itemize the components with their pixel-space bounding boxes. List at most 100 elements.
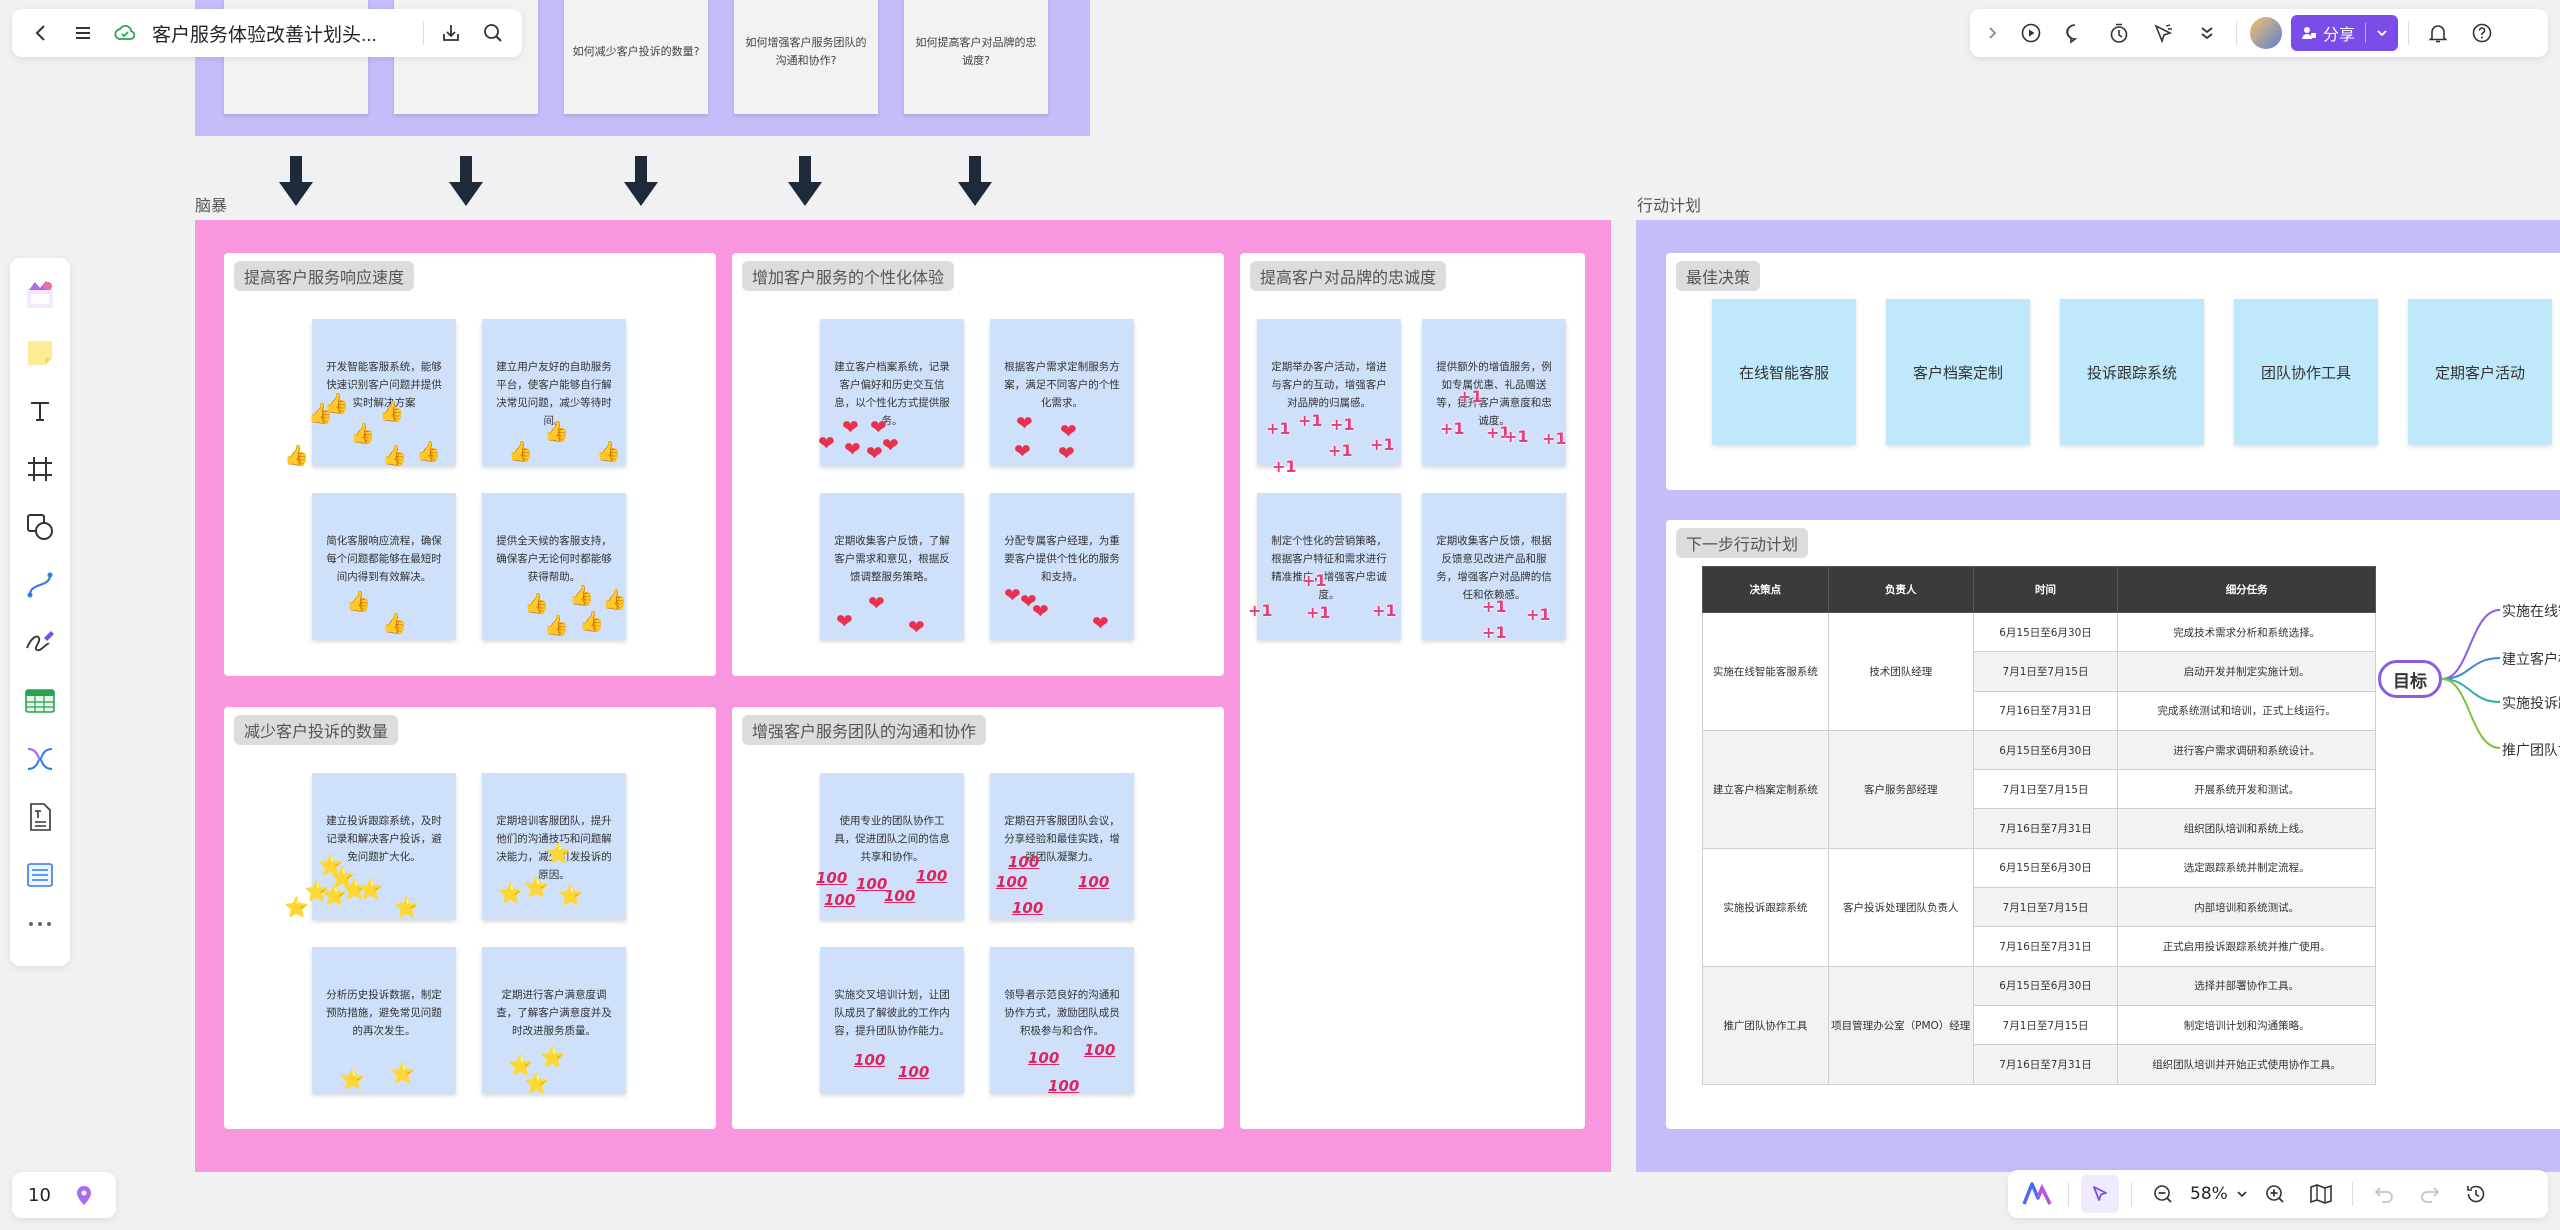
sticky-note[interactable]: 开发智能客服系统，能够快速识别客户问题并提供实时解决方案 [312, 319, 456, 465]
owner-cell[interactable]: 技术团队经理 [1827, 612, 1974, 731]
table-row[interactable]: 7月1日至7月15日 启动开发并制定实施计划。 [1703, 651, 2376, 692]
task-cell[interactable]: 内部培训和系统测试。 [2117, 887, 2376, 928]
sticky-note[interactable]: 定期收集客户反馈，了解客户需求和意见，根据反馈调整服务策略。 [820, 493, 964, 639]
more-tools-button[interactable] [17, 904, 63, 944]
undo-button[interactable] [2365, 1175, 2403, 1213]
more-collapse-button[interactable] [2188, 14, 2226, 52]
mindmap-root[interactable]: 目标 [2378, 660, 2442, 698]
mindmap-node[interactable]: 建立客户档 [2502, 652, 2560, 668]
list-tool[interactable] [17, 846, 63, 904]
time-cell[interactable]: 7月1日至7月15日 [1972, 651, 2119, 692]
pen-tool[interactable] [17, 614, 63, 672]
decision-card[interactable]: 投诉跟踪系统 [2060, 299, 2204, 445]
sticky-note[interactable]: 简化客服响应流程，确保每个问题都能够在最短时间内得到有效解决。 [312, 493, 456, 639]
decision-cell[interactable]: 实施投诉跟踪系统 [1702, 847, 1829, 967]
table-row[interactable]: 实施投诉跟踪系统 客户投诉处理团队负责人 6月15日至6月30日 选定跟踪系统并… [1702, 847, 2376, 967]
time-cell[interactable]: 7月16日至7月31日 [1972, 690, 2119, 731]
time-cell[interactable]: 7月1日至7月15日 [1972, 887, 2119, 928]
decision-card[interactable]: 团队协作工具 [2234, 299, 2378, 445]
table-row[interactable]: 7月16日至7月31日 组织团队培训并开始正式使用协作工具。 [1703, 1044, 2376, 1085]
question-card[interactable]: 如何提高客户对品牌的忠诚度? [904, 0, 1048, 114]
table-row[interactable]: 7月16日至7月31日 完成系统测试和培训，正式上线运行。 [1703, 690, 2376, 731]
sticky-note[interactable]: 实施交叉培训计划，让团队成员了解彼此的工作内容，提升团队协作能力。 [820, 947, 964, 1093]
mindmap-node[interactable]: 实施投诉跟 [2502, 696, 2560, 712]
decision-cell[interactable]: 推广团队协作工具 [1702, 965, 1829, 1085]
connector-tool[interactable] [17, 556, 63, 614]
time-cell[interactable]: 7月16日至7月31日 [1972, 1044, 2119, 1085]
decision-cell[interactable]: 建立客户档案定制系统 [1702, 729, 1829, 849]
presentation-button[interactable] [2012, 14, 2050, 52]
task-cell[interactable]: 选定跟踪系统并制定流程。 [2117, 847, 2376, 889]
sticky-note[interactable]: 建立用户友好的自助服务平台，使客户能够自行解决常见问题，减少等待时间。 [482, 319, 626, 465]
sticky-note[interactable]: 提供全天候的客服支持，确保客户无论何时都能够获得帮助。 [482, 493, 626, 639]
document-title[interactable]: 客户服务体验改善计划头... [152, 24, 377, 46]
brainstorm-panel[interactable]: 减少客户投诉的数量 建立投诉跟踪系统，及时记录和解决客户投诉，避免问题扩大化。 … [224, 707, 716, 1129]
time-cell[interactable]: 7月16日至7月31日 [1972, 926, 2119, 967]
task-cell[interactable]: 选择并部署协作工具。 [2117, 965, 2376, 1006]
table-row[interactable]: 7月1日至7月15日 开展系统开发和测试。 [1703, 769, 2376, 810]
chevron-down-icon[interactable] [2236, 1188, 2248, 1200]
table-tool[interactable] [17, 672, 63, 730]
sticky-note[interactable]: 建立投诉跟踪系统，及时记录和解决客户投诉，避免问题扩大化。 [312, 773, 456, 919]
task-cell[interactable]: 完成技术需求分析和系统选择。 [2117, 611, 2376, 653]
location-pin-icon[interactable] [73, 1183, 95, 1207]
owner-cell[interactable]: 客户投诉处理团队负责人 [1827, 847, 1974, 967]
chevron-down-icon[interactable] [2376, 27, 2388, 39]
help-button[interactable] [2463, 14, 2501, 52]
sticky-note[interactable]: 制定个性化的营销策略，根据客户特征和需求进行精准推广，增强客户忠诚度。 [1257, 493, 1401, 639]
table-row[interactable]: 推广团队协作工具 项目管理办公室（PMO）经理 6月15日至6月30日 选择并部… [1702, 965, 2376, 1085]
mindmap-node[interactable]: 推广团队协 [2502, 743, 2560, 759]
page-indicator[interactable]: 10 [12, 1172, 116, 1218]
task-cell[interactable]: 启动开发并制定实施计划。 [2117, 651, 2376, 692]
table-row[interactable]: 7月16日至7月31日 组织团队培训和系统上线。 [1703, 808, 2376, 849]
timer-button[interactable] [2100, 14, 2138, 52]
history-button[interactable] [2457, 1175, 2495, 1213]
owner-cell[interactable]: 客户服务部经理 [1827, 729, 1974, 849]
share-button[interactable]: 分享 [2291, 15, 2399, 51]
table-row[interactable]: 7月1日至7月15日 内部培训和系统测试。 [1703, 887, 2376, 928]
template-tool[interactable] [17, 266, 63, 324]
task-cell[interactable]: 完成系统测试和培训，正式上线运行。 [2117, 690, 2376, 731]
question-card[interactable]: 如何增强客户服务团队的沟通和协作? [734, 0, 878, 114]
question-card[interactable]: 如何减少客户投诉的数量? [564, 0, 708, 114]
sticky-note[interactable]: 分析历史投诉数据，制定预防措施，避免常见问题的再次发生。 [312, 947, 456, 1093]
best-decision-panel[interactable]: 最佳决策 在线智能客服 客户档案定制 投诉跟踪系统 团队协作工具 定期客户活动 [1666, 253, 2560, 490]
time-cell[interactable]: 7月1日至7月15日 [1972, 1004, 2119, 1046]
task-cell[interactable]: 正式启用投诉跟踪系统并推广使用。 [2117, 926, 2376, 967]
laser-pointer-button[interactable] [2144, 14, 2182, 52]
back-button[interactable] [22, 14, 60, 52]
decision-card[interactable]: 定期客户活动 [2408, 299, 2552, 445]
task-cell[interactable]: 组织团队培训并开始正式使用协作工具。 [2117, 1044, 2376, 1085]
time-cell[interactable]: 6月15日至6月30日 [1972, 847, 2119, 889]
redo-button[interactable] [2411, 1175, 2449, 1213]
time-cell[interactable]: 6月15日至6月30日 [1972, 965, 2119, 1006]
decision-card[interactable]: 在线智能客服 [1712, 299, 1856, 445]
comment-button[interactable] [2056, 14, 2094, 52]
sticky-note[interactable]: 定期进行客户满意度调查，了解客户满意度并及时改进服务质量。 [482, 947, 626, 1093]
time-cell[interactable]: 7月1日至7月15日 [1972, 769, 2119, 810]
time-cell[interactable]: 7月16日至7月31日 [1972, 808, 2119, 849]
sticky-note[interactable]: 定期培训客服团队，提升他们的沟通技巧和问题解决能力，减少引发投诉的原因。 [482, 773, 626, 919]
zoom-out-button[interactable] [2144, 1175, 2182, 1213]
brainstorm-panel[interactable]: 提高客户服务响应速度 开发智能客服系统，能够快速识别客户问题并提供实时解决方案 … [224, 253, 716, 676]
owner-cell[interactable]: 项目管理办公室（PMO）经理 [1827, 965, 1974, 1085]
expand-toolbar-button[interactable] [1980, 14, 2006, 52]
document-tool[interactable] [17, 788, 63, 846]
task-cell[interactable]: 进行客户需求调研和系统设计。 [2117, 729, 2376, 771]
user-avatar-button[interactable] [2247, 14, 2285, 52]
sticky-note[interactable]: 领导者示范良好的沟通和协作方式，激励团队成员积极参与和合作。 [990, 947, 1134, 1093]
sticky-note[interactable]: 定期召开客服团队会议，分享经验和最佳实践，增强团队凝聚力。 [990, 773, 1134, 919]
notification-button[interactable] [2419, 14, 2457, 52]
decision-cell[interactable]: 实施在线智能客服系统 [1702, 612, 1829, 731]
shape-tool[interactable] [17, 498, 63, 556]
text-tool[interactable] [17, 382, 63, 440]
sticky-note[interactable]: 提供额外的增值服务，例如专属优惠、礼品赠送等，提升客户满意度和忠诚度。 [1422, 319, 1566, 465]
task-cell[interactable]: 组织团队培训和系统上线。 [2117, 808, 2376, 849]
mindmap-tool[interactable] [17, 730, 63, 788]
brainstorm-panel[interactable]: 增强客户服务团队的沟通和协作 使用专业的团队协作工具，促进团队之间的信息共享和协… [732, 707, 1224, 1129]
sticky-note[interactable]: 使用专业的团队协作工具，促进团队之间的信息共享和协作。 [820, 773, 964, 919]
frame-tool[interactable] [17, 440, 63, 498]
brainstorm-panel[interactable]: 增加客户服务的个性化体验 建立客户档案系统，记录客户偏好和历史交互信息，以个性化… [732, 253, 1224, 676]
decision-card[interactable]: 客户档案定制 [1886, 299, 2030, 445]
table-row[interactable]: 实施在线智能客服系统 技术团队经理 6月15日至6月30日 完成技术需求分析和系… [1702, 611, 2376, 731]
